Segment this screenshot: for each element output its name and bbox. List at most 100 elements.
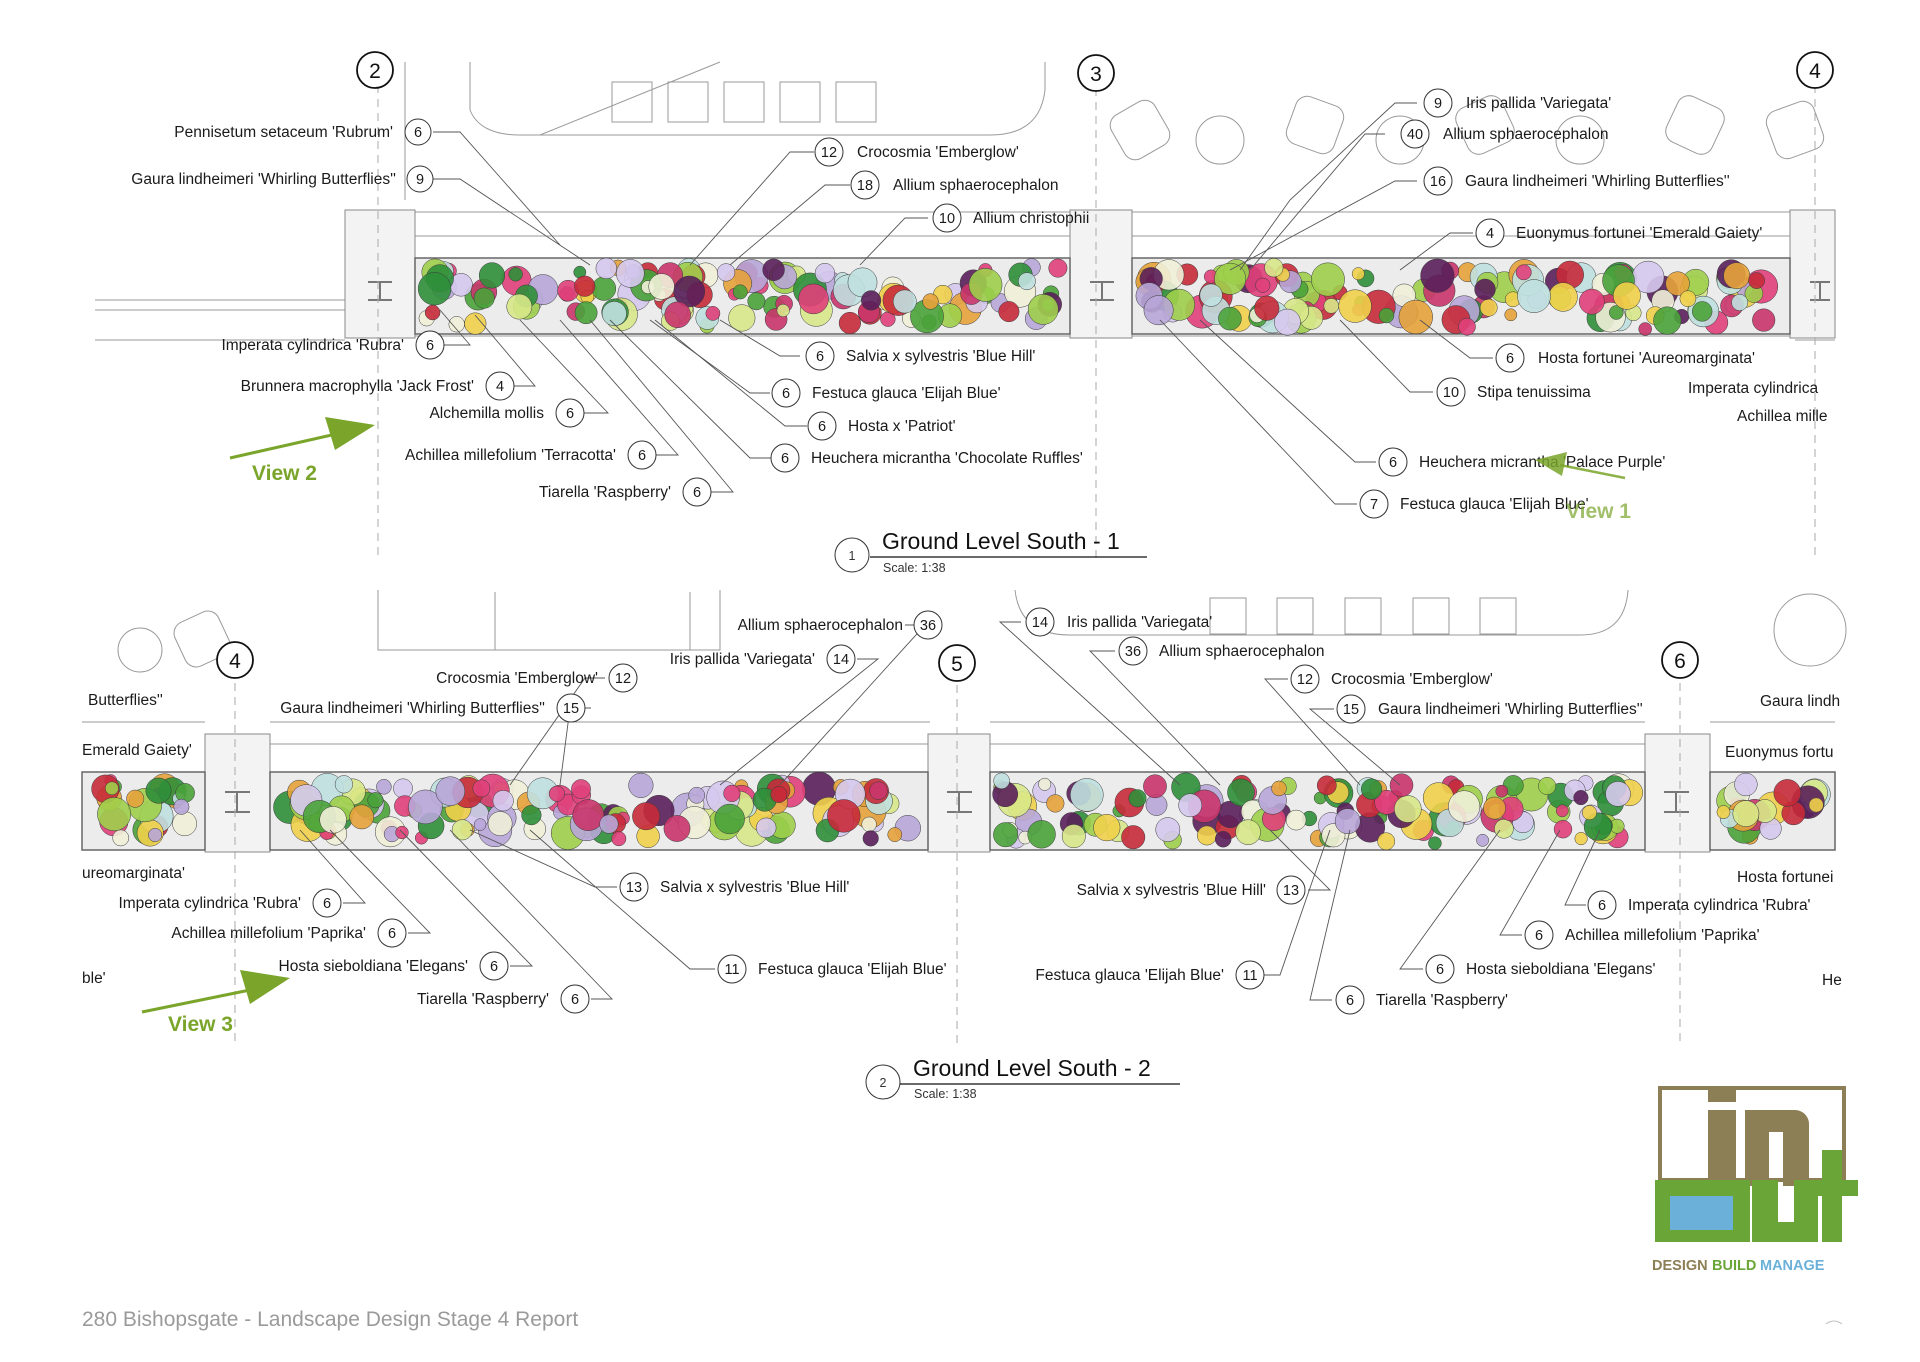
callout-festuca-11b: Festuca glauca 'Elijah Blue'11 — [1035, 960, 1265, 990]
svg-text:Salvia x sylvestris 'Blue Hill: Salvia x sylvestris 'Blue Hill' — [846, 348, 1035, 365]
plant-symbol — [393, 778, 413, 799]
plant-symbol — [572, 799, 605, 831]
svg-text:Allium christophii: Allium christophii — [973, 210, 1089, 227]
plant-symbol — [492, 790, 514, 812]
plant-symbol — [611, 831, 627, 847]
svg-text:6: 6 — [1346, 993, 1354, 1009]
plant-symbol — [1582, 805, 1597, 821]
svg-text:Stipa tenuissima: Stipa tenuissima — [1477, 384, 1591, 401]
svg-text:16: 16 — [1430, 174, 1446, 190]
svg-text:3: 3 — [1090, 63, 1102, 86]
plant-symbol — [473, 818, 487, 831]
plant-symbol — [145, 777, 172, 804]
plant-symbol — [616, 259, 645, 288]
svg-text:40: 40 — [1407, 127, 1423, 143]
plant-symbol — [717, 263, 736, 282]
plant-symbol — [664, 301, 691, 329]
svg-text:Gaura lindheimeri 'Whirling Bu: Gaura lindheimeri 'Whirling Butterflies'… — [1378, 701, 1643, 718]
plant-symbol — [1264, 258, 1284, 278]
callout-gaura-15a: Gaura lindheimeri 'Whirling Butterflies'… — [280, 693, 586, 723]
plant-symbol — [1609, 305, 1624, 320]
callout-hosta-elegans-a: Hosta sieboldiana 'Elegans' 6 — [279, 951, 509, 981]
svg-text:280 Bishopsgate - Landscape De: 280 Bishopsgate - Landscape Design Stage… — [82, 1308, 578, 1331]
plant-symbol — [1274, 308, 1301, 336]
plant-symbol — [1748, 272, 1765, 289]
svg-text:Allium sphaerocephalon: Allium sphaerocephalon — [1443, 126, 1608, 143]
plant-symbol — [417, 272, 452, 306]
plant-symbol — [1027, 294, 1059, 325]
callout-salvia-13b: Salvia x sylvestris 'Blue Hill'13 — [1077, 875, 1306, 905]
svg-text:6: 6 — [1674, 650, 1686, 673]
plant-symbol — [1483, 796, 1506, 820]
svg-text:Heuchera micrantha 'Chocolate: Heuchera micrantha 'Chocolate Ruffles' — [811, 450, 1083, 467]
plant-symbol — [1538, 777, 1557, 795]
plant-symbol — [1128, 789, 1147, 808]
plant-symbol — [814, 263, 835, 284]
plant-symbol — [1199, 283, 1223, 307]
svg-text:Scale: 1:38: Scale: 1:38 — [883, 561, 946, 575]
plant-symbol — [714, 803, 745, 835]
plant-symbol — [723, 784, 741, 802]
svg-text:Gaura lindheimeri 'Whirling Bu: Gaura lindheimeri 'Whirling Butterflies'… — [280, 700, 545, 717]
svg-text:Festuca glauca 'Elijah Blue': Festuca glauca 'Elijah Blue' — [812, 385, 1001, 402]
plant-symbol — [1448, 790, 1481, 823]
plant-symbol — [756, 817, 777, 838]
plant-symbol — [732, 284, 748, 300]
grid-dashed-lines — [234, 85, 1816, 1045]
svg-text:6: 6 — [388, 926, 396, 942]
plant-symbol — [1323, 298, 1340, 314]
plant-symbol — [1178, 793, 1203, 818]
svg-text:View 3: View 3 — [168, 1013, 233, 1036]
plant-symbol — [1214, 262, 1247, 295]
plant-symbol — [574, 301, 598, 325]
plant-symbol — [376, 779, 392, 795]
svg-text:2: 2 — [369, 60, 381, 83]
plant-symbol — [126, 789, 145, 808]
callout-cut-aureomarginata: ureomarginata' — [82, 865, 185, 882]
plant-symbol — [1517, 279, 1551, 313]
plant-symbol — [1428, 836, 1442, 850]
svg-text:Crocosmia 'Emberglow': Crocosmia 'Emberglow' — [436, 670, 598, 687]
svg-text:Hosta sieboldiana 'Elegans': Hosta sieboldiana 'Elegans' — [279, 958, 468, 975]
plant-symbol — [1377, 832, 1396, 851]
svg-text:ureomarginata': ureomarginata' — [82, 865, 185, 882]
svg-text:Euonymus fortu: Euonymus fortu — [1725, 744, 1834, 761]
plant-symbol — [1504, 308, 1518, 322]
svg-text:Festuca glauca 'Elijah Blue': Festuca glauca 'Elijah Blue' — [1400, 496, 1589, 513]
svg-text:6: 6 — [490, 959, 498, 975]
plan-1-title-block: 1 Ground Level South - 1 Scale: 1:38 — [834, 528, 1147, 575]
plant-symbol — [1271, 780, 1287, 797]
svg-text:11: 11 — [1242, 968, 1257, 984]
svg-text:10: 10 — [1443, 385, 1459, 401]
svg-text:14: 14 — [833, 652, 849, 668]
svg-text:6: 6 — [1506, 351, 1514, 367]
plant-symbol — [1515, 264, 1532, 281]
plant-symbol — [1548, 282, 1578, 312]
callout-gaura-1: Gaura lindheimeri 'Whirling Butterflies'… — [131, 165, 434, 193]
plant-symbol — [887, 827, 903, 842]
callout-achillea-cut: Achillea mille — [1737, 408, 1827, 425]
plant-symbol — [1734, 772, 1758, 797]
plant-symbol — [601, 301, 627, 327]
svg-text:Ground Level South - 2: Ground Level South - 2 — [913, 1055, 1151, 1081]
callout-allium-40: 40 Allium sphaerocephalon — [1400, 119, 1608, 149]
svg-text:Achillea millefolium 'Paprika': Achillea millefolium 'Paprika' — [1565, 927, 1760, 944]
svg-text:Crocosmia 'Emberglow': Crocosmia 'Emberglow' — [857, 144, 1019, 161]
svg-text:6: 6 — [781, 451, 789, 467]
svg-text:6: 6 — [414, 125, 422, 141]
plant-symbol — [663, 815, 691, 842]
plant-symbol — [508, 267, 523, 282]
plant-symbol — [1612, 281, 1641, 310]
callout-tiarella-2a: Tiarella 'Raspberry'6 — [417, 984, 590, 1014]
footer: 280 Bishopsgate - Landscape Design Stage… — [82, 1308, 1843, 1331]
svg-text:Imperata cylindrica 'Rubra': Imperata cylindrica 'Rubra' — [118, 895, 301, 912]
